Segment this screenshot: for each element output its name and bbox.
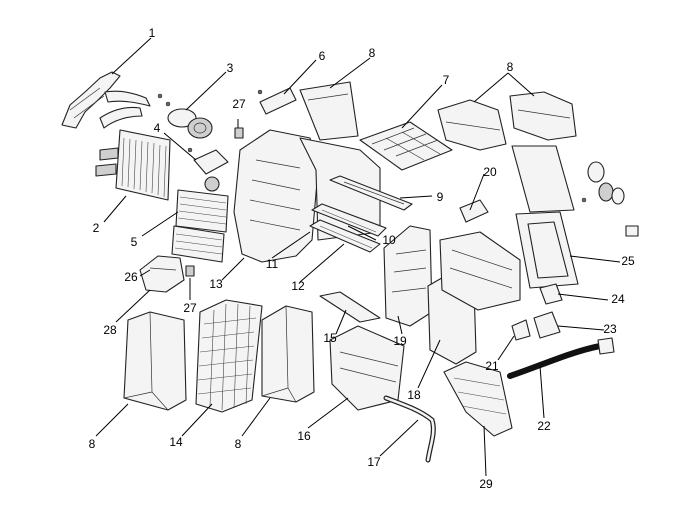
callout-18: 18 [407, 388, 421, 402]
callout-labels: 1 2 3 4 5 6 7 8 8 8 8 9 10 11 12 13 14 1… [89, 26, 635, 491]
callout-8-right: 8 [507, 60, 514, 74]
part-5-evaporator [171, 189, 229, 263]
callout-27-bottom: 27 [183, 301, 197, 315]
callout-8-top: 8 [369, 46, 376, 60]
callout-6: 6 [319, 49, 326, 63]
callout-24: 24 [611, 292, 625, 306]
part-14-grid-duct [195, 299, 263, 413]
part-8-right-pads [437, 91, 577, 151]
part-18-right-housing [427, 231, 521, 365]
callout-25: 25 [621, 254, 635, 268]
callout-12: 12 [291, 279, 305, 293]
callout-15: 15 [323, 331, 337, 345]
part-1-duct [61, 71, 151, 129]
part-22-hose [507, 337, 615, 379]
part-20-bracket [459, 199, 489, 223]
part-4-actuator [187, 147, 229, 192]
part-26-housing [139, 255, 185, 293]
part-29-lower-duct [443, 361, 513, 437]
callout-19: 19 [393, 334, 407, 348]
callout-20: 20 [483, 165, 497, 179]
part-8-left-duct [123, 311, 187, 411]
callout-11: 11 [266, 257, 279, 271]
callout-1: 1 [149, 26, 156, 40]
part-10-11-12-strips [309, 203, 387, 253]
callout-10: 10 [382, 233, 396, 247]
callout-8-bottom-center: 8 [235, 437, 242, 451]
part-3-blower-motor [157, 93, 213, 139]
callout-13: 13 [209, 277, 223, 291]
part-23-24-actuators [511, 283, 563, 341]
callout-17: 17 [367, 455, 381, 469]
callout-27-top: 27 [232, 97, 246, 111]
callout-28: 28 [103, 323, 117, 337]
part-7-filter [359, 121, 453, 171]
callout-29: 29 [479, 477, 493, 491]
callout-14: 14 [169, 435, 183, 449]
right-components [581, 161, 639, 237]
callout-4: 4 [154, 121, 161, 135]
callout-3: 3 [227, 61, 234, 75]
callout-2: 2 [93, 221, 100, 235]
callout-21: 21 [485, 359, 499, 373]
part-2-heater-core [95, 129, 171, 201]
callout-9: 9 [437, 190, 444, 204]
leader-lines [95, 37, 621, 477]
callout-5: 5 [131, 235, 138, 249]
part-19-center-housing [383, 225, 433, 327]
callout-26: 26 [124, 270, 138, 284]
part-6-bracket [257, 87, 297, 115]
callout-16: 16 [297, 429, 311, 443]
callout-8-bottom-left: 8 [89, 437, 96, 451]
part-8-center-duct [261, 305, 315, 403]
part-17-drain-hose [383, 395, 436, 463]
callout-7: 7 [443, 73, 450, 87]
part-9-strip [329, 175, 413, 211]
part-25-frame [511, 145, 579, 289]
part-8-top-panel [299, 81, 359, 141]
callout-22: 22 [537, 419, 551, 433]
part-27-clip [185, 127, 244, 277]
callout-23: 23 [603, 322, 617, 336]
